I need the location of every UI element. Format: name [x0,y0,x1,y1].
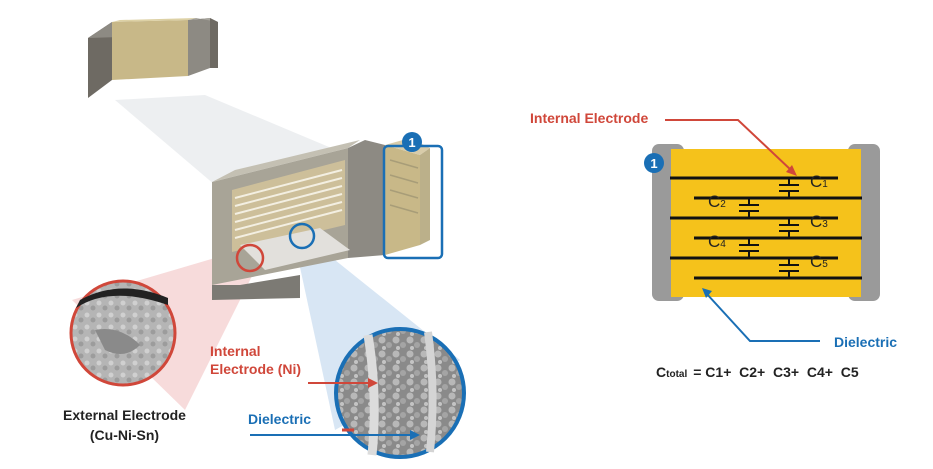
cap-label-c3-letter: C [810,212,823,231]
label-internal-electrode-right: Internal Electrode [530,110,649,126]
formula-rhs: = C1+ C2+ C3+ C4+ C5 [693,364,859,380]
label-internal-electrode-left: Internal Electrode (Ni) [210,342,301,378]
label-external-electrode-line1: External Electrode [63,407,186,423]
label-internal-electrode-line1: Internal [210,343,261,359]
dielectric-arrowhead-right [702,288,712,298]
formula-lhs: C [656,364,667,380]
cap-label-c5-sub: 5 [822,259,828,270]
schematic-capacitor [652,144,880,301]
mlcc-chip-intact [88,18,218,98]
cap-label-c2: C2 [708,192,726,212]
internal-electrode-arrowhead-left [368,378,378,388]
badge-left-number: 1 [408,135,415,150]
cap-symbol-c2 [739,198,759,218]
total-capacitance-formula: Ctotal = C1+ C2+ C3+ C4+ C5 [656,364,859,380]
cap-symbol-c1 [779,178,799,198]
formula-lhs-sub: total [666,369,688,380]
highlight-circle-external [235,243,265,273]
badge-right [644,153,664,173]
cap-label-c4-sub: 4 [720,239,726,250]
cap-label-c4: C4 [708,232,726,252]
cap-label-c2-letter: C [708,192,721,211]
internal-electrode-arrowhead-right [786,165,797,176]
badge-right-number: 1 [650,156,657,171]
cap-label-c1: C1 [810,172,828,192]
mlcc-chip-cutaway [212,138,430,300]
cap-label-c3-sub: 3 [822,219,828,230]
cap-label-c5: C5 [810,252,828,272]
sem-external-electrode [69,279,177,387]
cap-label-c2-sub: 2 [720,199,726,210]
label-dielectric-left: Dielectric [248,411,312,427]
internal-electrode-arrow-right [665,119,793,172]
cap-label-c4-letter: C [708,232,721,251]
cap-symbol-c5 [779,258,799,278]
cap-symbol-c3 [779,218,799,238]
label-external-electrode-line2: (Cu-Ni-Sn) [89,427,160,443]
label-dielectric-right: Dielectric [834,334,898,350]
highlight-circle-dielectric [288,222,316,250]
badge-left [402,132,422,152]
dielectric-arrow-right [705,292,820,342]
cap-symbol-c4 [739,238,759,258]
label-external-electrode: External Electrode (Cu-Ni-Sn) [52,405,197,445]
cap-label-c1-sub: 1 [822,179,828,190]
dielectric-arrowhead-left [410,430,420,440]
cap-label-c1-letter: C [810,172,823,191]
label-internal-electrode-line2: Electrode (Ni) [210,361,302,377]
sem-dielectric [334,327,466,459]
cap-label-c3: C3 [810,212,828,232]
cap-label-c5-letter: C [810,252,823,271]
